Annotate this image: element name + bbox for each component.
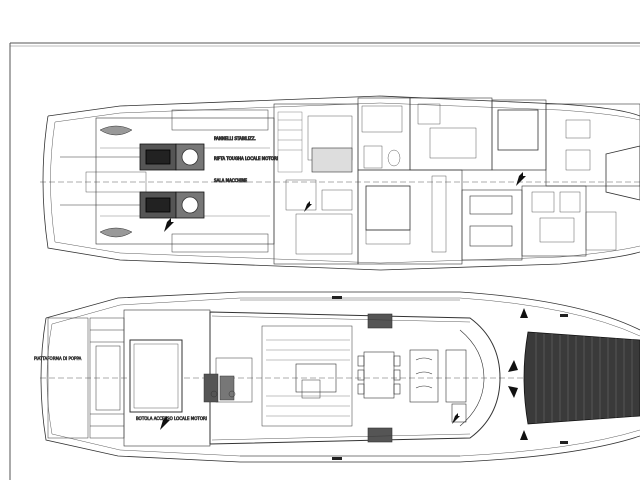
lower-deck-hull-outline bbox=[42, 95, 640, 271]
main-deck-arrows bbox=[160, 308, 528, 440]
engine-starboard bbox=[139, 191, 205, 219]
dining-area bbox=[357, 349, 439, 403]
label-aft-platform: PIATTAFORMA DI POPPA bbox=[34, 356, 82, 361]
superstructure-outline bbox=[209, 311, 501, 445]
saloon bbox=[261, 325, 353, 427]
aft-platform: PIATTAFORMA DI POPPA bbox=[34, 317, 125, 439]
bow-cabin bbox=[545, 103, 640, 187]
master-bathroom bbox=[357, 97, 411, 171]
guest-cabin-starboard bbox=[461, 189, 523, 261]
main-deck-hull-outline bbox=[40, 291, 640, 463]
lobby-stair bbox=[409, 97, 493, 171]
side-deck-railings bbox=[211, 299, 471, 457]
guest-cabins bbox=[357, 97, 640, 265]
aft-cockpit: BOTOLA ACCESSO LOCALE MOTORI bbox=[123, 309, 211, 447]
deck-cleats bbox=[332, 296, 568, 460]
label-engine-room: SALA MACCHINE bbox=[214, 178, 248, 183]
lower-deck-plan: PANNELLI STABILIZZ. RIFTA TOUGHA LOCALE … bbox=[40, 95, 640, 271]
main-deck-plan: PIATTAFORMA DI POPPA BOTOLA ACCESSO LOCA… bbox=[34, 291, 640, 463]
drawing-frame bbox=[9, 42, 640, 480]
shaft-lines bbox=[60, 125, 147, 238]
label-stabilizers: PANNELLI STABILIZZ. bbox=[214, 136, 256, 141]
label-engine-access: BOTOLA ACCESSO LOCALE MOTORI bbox=[136, 416, 207, 421]
label-fuel-tank: RIFTA TOUGHA LOCALE MOTORI bbox=[214, 156, 278, 161]
master-bed bbox=[365, 185, 411, 231]
technical-area bbox=[273, 103, 359, 265]
helm-station bbox=[367, 313, 485, 443]
engine-port bbox=[139, 143, 205, 171]
foredeck-sunpad bbox=[523, 331, 640, 425]
aft-dining-table bbox=[203, 357, 253, 403]
engine-room: PANNELLI STABILIZZ. RIFTA TOUGHA LOCALE … bbox=[60, 109, 278, 253]
lower-deck-arrows bbox=[164, 172, 526, 232]
